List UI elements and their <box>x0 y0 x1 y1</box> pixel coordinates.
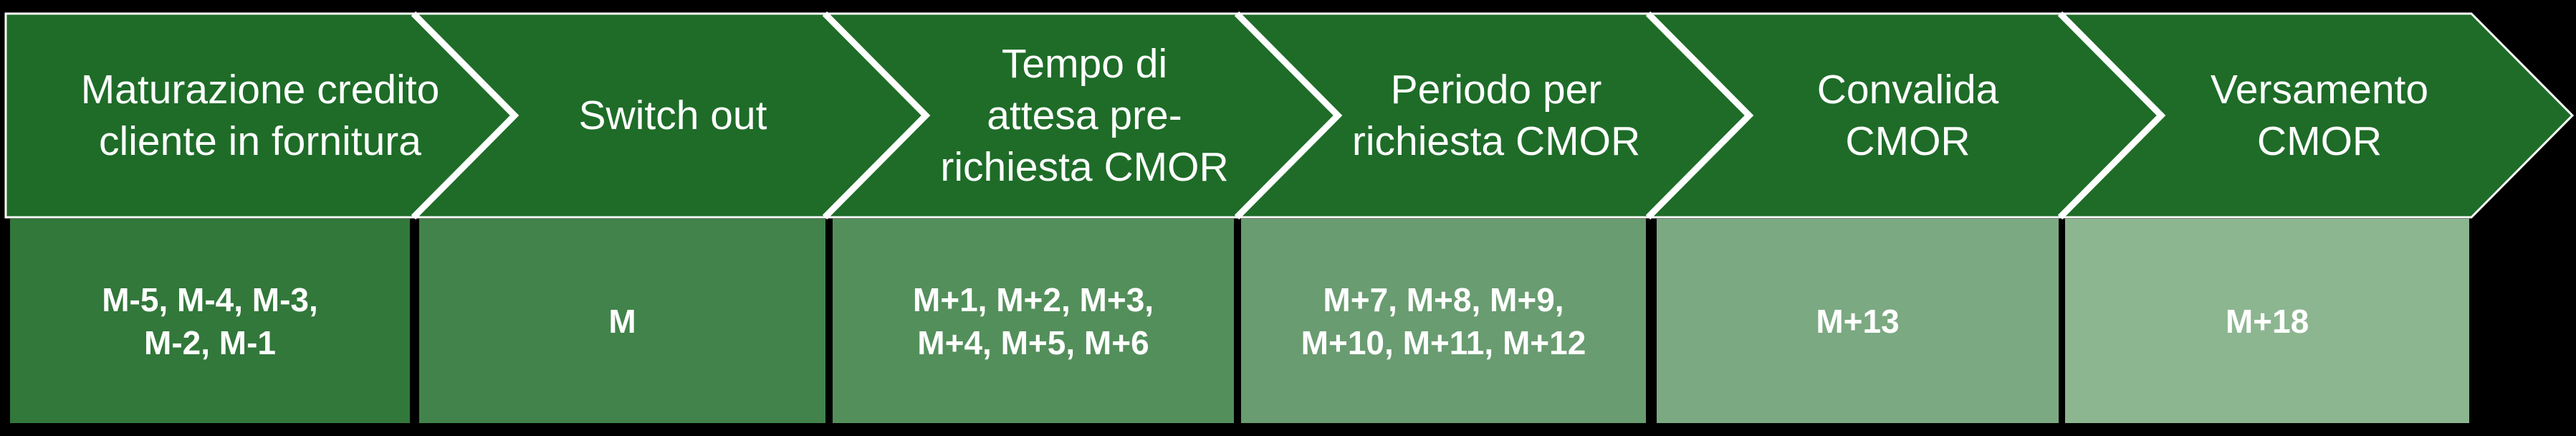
chevron-separator-icon <box>822 11 931 220</box>
timeline-box-1 <box>10 219 410 423</box>
stage-5-label: Convalida CMOR <box>1816 67 1999 164</box>
timeline-box-5 <box>1657 219 2059 423</box>
stage-4-label: Periodo per richiesta CMOR <box>1351 67 1641 164</box>
stage-5-months: M+13 <box>1816 302 1900 340</box>
stage-2-label: Switch out <box>578 93 767 138</box>
chevron-separator-icon <box>2057 11 2166 220</box>
timeline-box-2 <box>419 219 825 423</box>
stage-3-label: Tempo di attesa pre- richiesta CMOR <box>940 41 1229 190</box>
stage-6-label: Versamento CMOR <box>2210 67 2429 164</box>
timeline-box-4 <box>1241 219 1646 423</box>
stage-1-label: Maturazione credito cliente in fornitura <box>80 67 440 164</box>
timeline-box-6 <box>2065 219 2469 423</box>
timeline-box-3 <box>833 219 1234 423</box>
chevron-separator-icon <box>1234 11 1343 220</box>
stage-1-months: M-5, M-4, M-3, M-2, M-1 <box>102 280 318 361</box>
chevron-separator-icon <box>411 11 519 220</box>
stage-3-months: M+1, M+2, M+3, M+4, M+5, M+6 <box>912 280 1154 361</box>
stage-4-months: M+7, M+8, M+9, M+10, M+11, M+12 <box>1301 280 1586 361</box>
stage-2-months: M <box>608 302 636 340</box>
stage-6-months: M+18 <box>2225 302 2309 340</box>
chevron-separator-icon <box>1645 11 1754 220</box>
